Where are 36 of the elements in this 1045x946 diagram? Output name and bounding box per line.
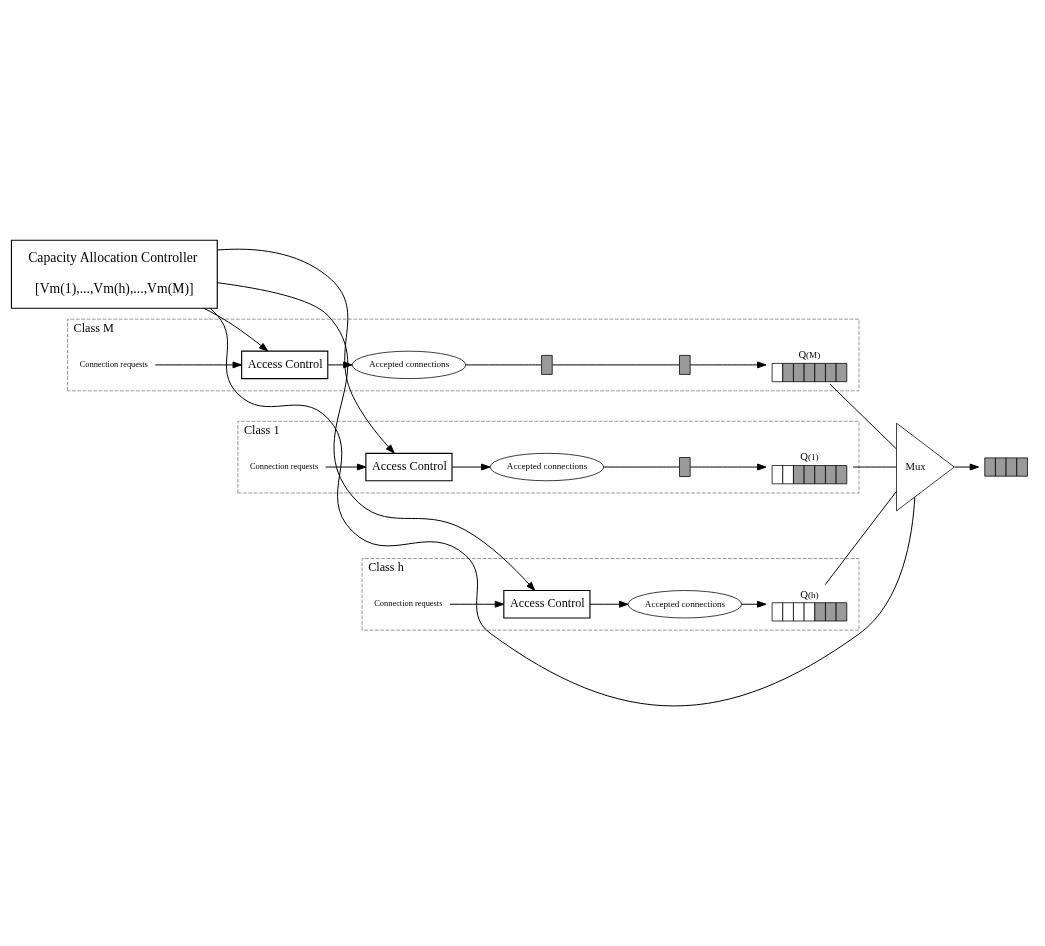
node-box — [679, 457, 691, 477]
node-box — [679, 355, 691, 375]
node-box: Capacity Allocation Controller [Vm(1),...,Vm(h),...,Vm(M)] — [10, 239, 218, 309]
connector — [603, 466, 680, 468]
arrow — [589, 600, 629, 608]
arrow — [216, 282, 536, 592]
arrow — [327, 361, 353, 369]
connector — [465, 364, 542, 366]
connector — [829, 383, 897, 450]
arrow — [203, 307, 269, 352]
connector — [209, 307, 916, 707]
arrow — [325, 463, 367, 471]
connector — [852, 466, 897, 468]
node-box: Access Control — [241, 350, 329, 380]
node-text: Connection requests — [79, 360, 148, 370]
node-ellipse: Accepted connections — [627, 590, 742, 619]
arrow — [689, 361, 767, 369]
node-box: Access Control — [365, 452, 453, 482]
node-text: Connection requests — [250, 462, 319, 472]
node-ellipse: Accepted connections — [489, 452, 605, 482]
node-label: Q(M) — [798, 348, 821, 361]
arrow — [741, 600, 767, 608]
arrow — [451, 463, 491, 471]
arrow — [449, 600, 505, 608]
arrow — [689, 463, 767, 471]
node-box: Access Control — [503, 589, 591, 619]
node-text: Connection requests — [374, 599, 443, 609]
node-box — [541, 355, 553, 375]
node-text: Q(h) — [800, 587, 819, 600]
node-label: Q(1) — [800, 450, 819, 463]
node-ellipse: Accepted connections — [351, 350, 467, 379]
connector — [552, 364, 680, 366]
connector — [824, 490, 897, 586]
arrow — [154, 361, 242, 369]
arrow — [217, 248, 395, 454]
arrow — [953, 463, 980, 471]
